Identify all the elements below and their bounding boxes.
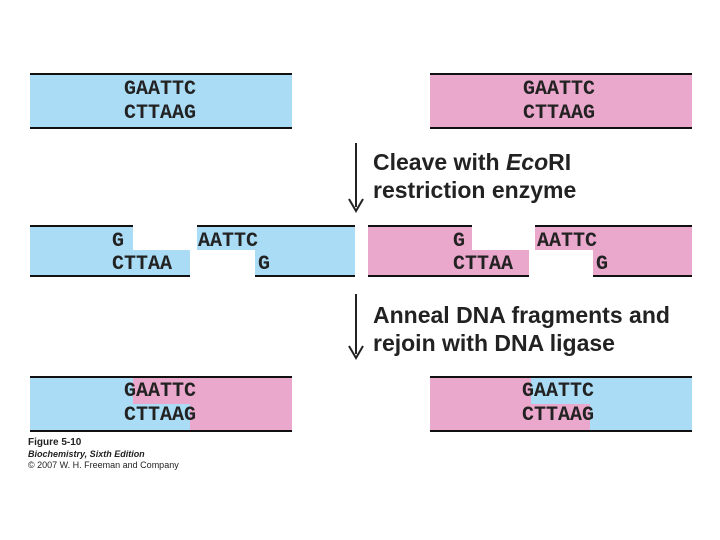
- copyright-text: © 2007 W. H. Freeman and Company: [28, 460, 179, 470]
- sequence-top: GAATTC: [522, 380, 595, 403]
- sequence-top: G: [453, 230, 466, 253]
- anneal-line2: rejoin with DNA ligase: [373, 330, 615, 356]
- sequence-bottom: G: [596, 253, 609, 276]
- sequence-bottom: G: [258, 253, 271, 276]
- anneal-step-label: Anneal DNA fragments and rejoin with DNA…: [373, 301, 670, 357]
- dna-blue-intact: [30, 73, 292, 129]
- sequence-top: AATTC: [537, 230, 598, 253]
- sequence-bottom: CTTAAG: [124, 102, 197, 125]
- cleave-step-label: Cleave with EcoRI restriction enzyme: [373, 148, 576, 204]
- sequence-bottom: CTTAAG: [523, 102, 596, 125]
- sequence-bottom: CTTAA: [453, 253, 514, 276]
- sequence-top: AATTC: [198, 230, 259, 253]
- cleave-enzyme-rest: RI: [548, 149, 572, 175]
- dna-pink-intact: [430, 73, 692, 129]
- down-arrow-icon: [348, 294, 364, 360]
- cleave-line2: restriction enzyme: [373, 177, 577, 203]
- cleave-line1-prefix: Cleave with: [373, 149, 506, 175]
- figure-label: Figure 5-10: [28, 437, 82, 448]
- sequence-bottom: CTTAAG: [522, 404, 595, 427]
- sequence-top: GAATTC: [523, 78, 596, 101]
- sequence-bottom: CTTAA: [112, 253, 173, 276]
- sequence-top: G: [112, 230, 125, 253]
- book-title: Biochemistry, Sixth Edition: [28, 449, 145, 459]
- anneal-line1: Anneal DNA fragments and: [373, 302, 670, 328]
- sequence-bottom: CTTAAG: [124, 404, 197, 427]
- sequence-top: GAATTC: [124, 380, 197, 403]
- cleave-enzyme-italic: Eco: [505, 149, 549, 175]
- down-arrow-icon: [348, 143, 364, 213]
- sequence-top: GAATTC: [124, 78, 197, 101]
